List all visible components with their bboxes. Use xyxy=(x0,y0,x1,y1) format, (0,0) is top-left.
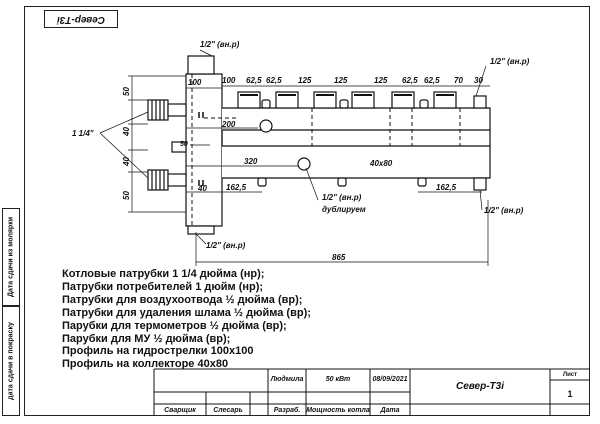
label-bottom-right-thread: 1/2" (вн.р) xyxy=(484,206,524,215)
dim-40-bottom: 40 xyxy=(197,184,207,193)
dim-1625-left: 162,5 xyxy=(226,183,247,192)
dim-200: 200 xyxy=(221,120,236,129)
spec-line: Профиль на гидрострелки 100x100 xyxy=(62,345,254,358)
dim-50-small: 50 xyxy=(180,141,188,148)
dim-top-625a: 62,5 xyxy=(246,76,262,85)
specification-list: Котловые патрубки 1 1/4 дюйма (нр); Патр… xyxy=(62,268,311,371)
collector-lower xyxy=(222,145,491,179)
label-top-thread: 1/2" (вн.р) xyxy=(200,40,240,49)
role-date: Дата xyxy=(380,406,400,414)
spec-line: Котловые патрубки 1 1/4 дюйма (нр); xyxy=(62,268,265,280)
dim-top-125c: 125 xyxy=(374,76,388,85)
role-drafter: Сварщик xyxy=(164,406,196,414)
sheet-label: Лист xyxy=(562,371,578,378)
dim-top-625d: 62,5 xyxy=(424,76,440,85)
boiler-pipe-top xyxy=(147,99,187,121)
dim-320: 320 xyxy=(244,157,258,166)
dim-40-a: 40 xyxy=(122,127,131,137)
dim-top-30: 30 xyxy=(474,76,483,85)
role-boiler-power: Мощность котла xyxy=(306,406,370,414)
date-value: 08/09/2021 xyxy=(372,375,408,383)
top-boss xyxy=(187,55,215,75)
dim-865: 865 xyxy=(332,253,346,262)
spec-line: Парубки для МУ ½ дюйма (вр); xyxy=(62,332,231,345)
label-right-thread: 1/2" (вн.р) xyxy=(490,57,530,66)
side-field-submitted-to-painting: дата сдачи в покраску xyxy=(2,306,20,416)
side-field-submitted-to-lesoperer: Дата сдачи из молярки xyxy=(2,208,20,306)
thermometer-port xyxy=(259,119,273,133)
spec-line: Профиль на коллекторе 40x80 xyxy=(62,358,229,371)
spec-line: Патрубки потребителей 1 дюйм (нр); xyxy=(62,280,264,293)
vent-fittings xyxy=(261,95,487,191)
dim-40-b: 40 xyxy=(122,157,131,167)
corner-stamp: Север-Т3і xyxy=(44,10,118,28)
sheet-number: 1 xyxy=(567,389,573,399)
role-metalworker: Слесарь xyxy=(213,406,243,414)
role-developer: Разраб. xyxy=(273,406,301,414)
boiler-thread-label: 1 1/4" xyxy=(72,129,94,138)
profile-40x80: 40x80 xyxy=(369,159,393,168)
power-value: 50 кВт xyxy=(325,375,351,383)
dim-100-left: 100 xyxy=(188,78,202,87)
label-duplicate: дублируем xyxy=(322,205,366,214)
product-title: Север-Т3і xyxy=(455,380,505,392)
dim-top-625c: 62,5 xyxy=(402,76,418,85)
spec-line: Патрубки для воздухоотвода ½ дюйма (вр); xyxy=(62,293,303,306)
dim-1625-right: 162,5 xyxy=(436,183,457,192)
spec-line: Патрубки для удаления шлама ½ дюйма (вр)… xyxy=(62,306,311,319)
boiler-pipe-bottom xyxy=(147,169,187,191)
hydraulic-separator xyxy=(185,73,223,227)
sludge-port xyxy=(297,157,311,171)
dim-50-top: 50 xyxy=(122,87,131,96)
dim-50-bottom: 50 xyxy=(122,191,131,200)
dim-top-100: 100 xyxy=(222,76,236,85)
dim-top-125b: 125 xyxy=(334,76,348,85)
label-bottom-left-thread: 1/2" (вн.р) xyxy=(206,241,246,250)
dim-top-625b: 62,5 xyxy=(266,76,282,85)
spec-line: Парубки для термометров ½ дюйма (вр); xyxy=(62,319,287,332)
author-name: Людмила xyxy=(270,375,304,383)
label-mid-thread: 1/2" (вн.р) xyxy=(322,193,362,202)
dim-top-125a: 125 xyxy=(298,76,312,85)
drawing-frame xyxy=(24,6,590,416)
dim-top-70: 70 xyxy=(454,76,463,85)
bottom-boss xyxy=(187,225,215,235)
